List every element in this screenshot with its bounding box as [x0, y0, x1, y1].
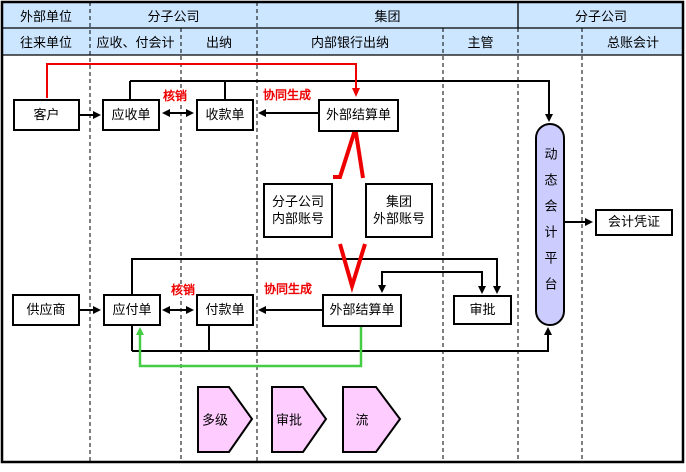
edge-label-co-generate-bottom: 协同生成 — [262, 282, 314, 297]
node-subsidiary-internal-account: 分子公司 内部账号 — [263, 183, 333, 238]
lane-subheader-cashier: 出纳 — [205, 35, 232, 50]
lane-header-external-unit: 外部单位 — [19, 8, 72, 24]
black-arrowheads — [93, 109, 593, 335]
lane-header-subsidiary: 分子公司 — [147, 8, 200, 24]
chevron-shape-2 — [271, 386, 328, 453]
node-label-line: 外部账号 — [372, 210, 425, 226]
edge-customer-to-settlement-red — [46, 63, 357, 98]
process-chevron-shapes — [197, 386, 402, 453]
node-label-line: 分子公司 — [271, 194, 324, 210]
edge-docs-to-platform-bottom — [131, 326, 549, 352]
lane-divider-lines — [89, 2, 583, 462]
node-receivable-doc: 应收单 — [102, 99, 160, 131]
chevron-shape-3 — [342, 386, 402, 453]
edge-settlement-to-supplier-green — [138, 327, 363, 368]
chevron-shape-1 — [197, 386, 254, 453]
edge-label-verify-bottom: 核销 — [169, 283, 197, 298]
node-dynamic-accounting-platform: 动态会计平台 — [535, 123, 565, 326]
red-merge-symbol-bottom — [338, 243, 367, 294]
node-external-settlement-bottom: 外部结算单 — [322, 294, 402, 327]
red-arrowhead — [352, 88, 360, 97]
edge-label-verify-top: 核销 — [161, 89, 189, 104]
green-arrowhead — [136, 327, 144, 335]
lane-subheader-blank — [518, 28, 582, 55]
edge-settlement-approval-link — [381, 271, 483, 287]
edge-label-co-generate-top: 协同生成 — [261, 88, 313, 103]
node-group-external-account: 集团 外部账号 — [365, 183, 433, 238]
node-external-settlement-top: 外部结算单 — [318, 99, 399, 132]
node-label-line: 内部账号 — [271, 210, 324, 226]
lane-subheader-counterparty: 往来单位 — [19, 35, 72, 50]
chevron-label-3: 流 — [355, 412, 369, 428]
node-accounting-voucher: 会计凭证 — [595, 209, 673, 236]
node-label-line: 集团 — [385, 194, 412, 210]
node-payment-doc: 付款单 — [196, 294, 254, 326]
lane-subheader-ar-ap-accountant: 应收、付会计 — [96, 35, 175, 50]
chevron-label-1: 多级 — [201, 412, 229, 428]
node-receipt-doc: 收款单 — [196, 99, 254, 131]
edge-payable-to-approval — [131, 258, 498, 294]
platform-vertical-label: 动态会计平台 — [542, 146, 558, 303]
lane-header-group: 集团 — [374, 8, 401, 24]
node-supplier: 供应商 — [12, 294, 80, 326]
red-merge-symbol-top — [333, 131, 365, 179]
node-approval: 审批 — [453, 295, 512, 325]
lane-subheader-supervisor: 主管 — [467, 35, 494, 50]
edge-docs-to-platform-top — [129, 80, 550, 115]
lane-header-subsidiary-right: 分子公司 — [574, 8, 627, 24]
chevron-label-2: 审批 — [275, 412, 303, 428]
node-payable-doc: 应付单 — [103, 294, 161, 326]
node-customer: 客户 — [13, 99, 80, 131]
black-connectors — [80, 80, 586, 352]
lane-subheader-general-ledger-accountant: 总账会计 — [606, 35, 659, 50]
lane-subheader-internal-bank-cashier: 内部银行出纳 — [310, 35, 389, 50]
